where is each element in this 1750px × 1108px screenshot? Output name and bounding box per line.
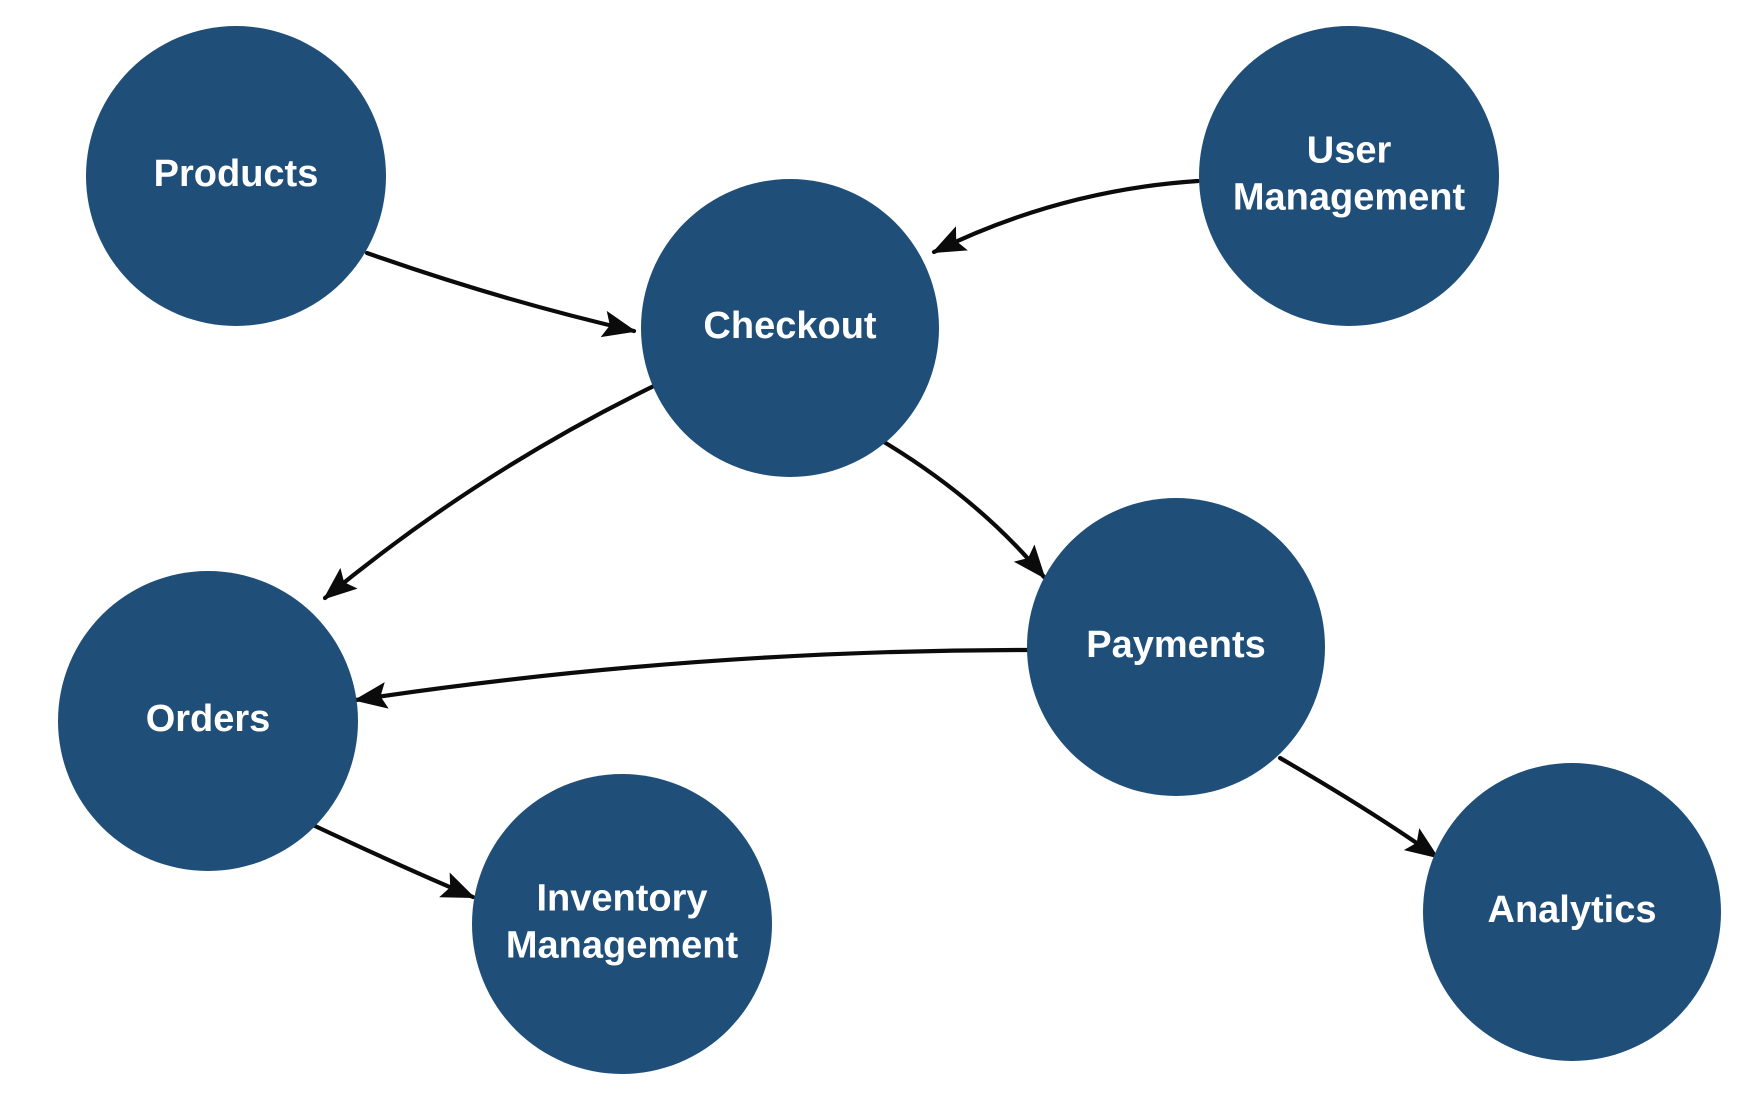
edge-usermgmt-checkout <box>931 178 1201 255</box>
edge-products-checkout <box>364 250 637 338</box>
node-circle-analytics[interactable] <box>1423 763 1721 1061</box>
node-analytics[interactable]: Analytics <box>1423 763 1721 1061</box>
edge-payments-analytics <box>1277 755 1440 860</box>
node-circle-inventory[interactable] <box>472 774 772 1074</box>
edges-layer <box>312 178 1440 900</box>
node-circle-orders[interactable] <box>58 571 358 871</box>
node-payments[interactable]: Payments <box>1027 498 1325 796</box>
edge-checkout-orders <box>322 380 663 601</box>
node-orders[interactable]: Orders <box>58 571 358 871</box>
node-circle-checkout[interactable] <box>641 179 939 477</box>
edge-payments-orders <box>353 647 1030 709</box>
edge-checkout-payments <box>881 439 1047 580</box>
edge-orders-inventory <box>312 823 476 900</box>
node-checkout[interactable]: Checkout <box>641 179 939 477</box>
node-products[interactable]: Products <box>86 26 386 326</box>
node-circle-payments[interactable] <box>1027 498 1325 796</box>
node-circle-products[interactable] <box>86 26 386 326</box>
node-circle-user_mgmt[interactable] <box>1199 26 1499 326</box>
